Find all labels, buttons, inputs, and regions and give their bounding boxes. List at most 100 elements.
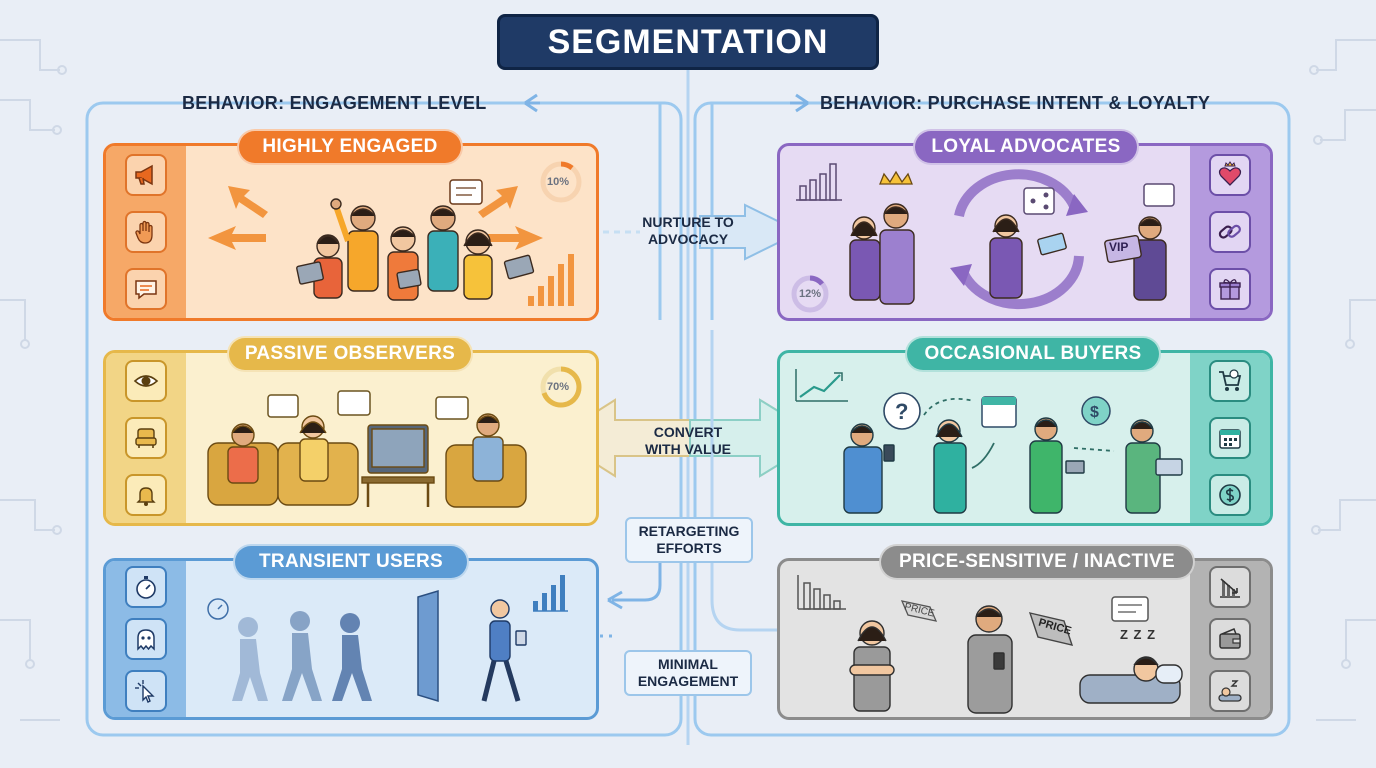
- cycle-arrows: [954, 169, 1084, 310]
- chat-bubble-decor: [449, 179, 483, 205]
- energy-arrows: [208, 186, 543, 250]
- passive-observers-stat: 70%: [547, 381, 570, 393]
- clock-decor: [207, 598, 229, 620]
- loyal-advocates-label: LOYAL ADVOCATES: [913, 129, 1139, 165]
- crown-icon: [879, 170, 913, 185]
- sleeping-tile: [1209, 670, 1251, 712]
- megaphone-tile: [125, 153, 167, 196]
- question-bubble: [883, 392, 921, 430]
- occasional-buyers-icon-column: [1190, 353, 1270, 523]
- right-header-arrow: [790, 93, 809, 113]
- passive-observers-label: PASSIVE OBSERVERS: [227, 336, 473, 372]
- share-bubble: [1023, 187, 1055, 215]
- page-title: SEGMENTATION: [497, 14, 879, 70]
- raised-hand-tile: [125, 210, 167, 253]
- connector-retargeting: RETARGETING EFFORTS: [625, 517, 753, 563]
- mini-bar-chart: [533, 575, 565, 611]
- fading-walkers: [232, 617, 268, 701]
- walking-person: [481, 599, 527, 702]
- panel-highly-engaged: 10%: [103, 143, 599, 321]
- gift-icon: [1219, 279, 1241, 301]
- minimal-line-1: MINIMAL: [658, 656, 718, 672]
- panel-occasional-buyers: ? $: [777, 350, 1273, 526]
- nurture-line-1: NURTURE TO: [642, 214, 734, 230]
- megaphone-icon: [135, 164, 153, 185]
- wallet-icon: [1219, 628, 1241, 649]
- panel-price-sensitive: PRICE PRICE Z Z Z: [777, 558, 1273, 720]
- chain-link-icon: [1218, 224, 1241, 239]
- transient-users-label: TRANSIENT USERS: [233, 544, 469, 580]
- thought-bubbles: [267, 390, 469, 420]
- gift-tile: [1209, 268, 1251, 311]
- minimal-line-2: ENGAGEMENT: [637, 673, 739, 689]
- calendar-tile: [1209, 416, 1251, 459]
- retargeting-line-2: EFFORTS: [656, 540, 722, 556]
- cart-icon: [1219, 369, 1242, 392]
- transient-users-icon-column: [106, 561, 186, 717]
- highly-engaged-icon-column: [106, 146, 186, 318]
- trend-chart-decor: [795, 369, 848, 402]
- cursor-click-icon: [135, 680, 155, 703]
- shoppers-group: [843, 417, 1183, 514]
- retargeting-arrow: [612, 520, 662, 602]
- left-header-arrow: [524, 93, 540, 113]
- panel-transient-users: [103, 558, 599, 720]
- svg-text:?: ?: [895, 399, 908, 424]
- chain-link-tile: [1209, 210, 1251, 253]
- excited-people-group: [296, 198, 535, 301]
- wallet-tile: [1209, 618, 1251, 660]
- vip-badge: VIP: [1109, 240, 1129, 254]
- panel-passive-observers: 70%: [103, 350, 599, 526]
- left-column-header: BEHAVIOR: ENGAGEMENT LEVEL: [182, 93, 487, 113]
- sleeping-person: [1079, 656, 1183, 704]
- svg-text:$: $: [1090, 404, 1099, 421]
- convert-line-1: CONVERT: [653, 424, 723, 440]
- declining-chart-tile: [1209, 566, 1251, 608]
- declining-chart-icon: [1220, 578, 1240, 598]
- cursor-click-tile: [125, 670, 167, 712]
- declining-chart-decor: [797, 575, 846, 610]
- bell-icon: [136, 486, 156, 506]
- bar-chart-decor: [528, 254, 574, 306]
- calendar-icon: [1219, 429, 1241, 449]
- passive-observers-scene: 70%: [188, 353, 596, 523]
- coin-decor: [1081, 396, 1111, 426]
- hugging-couple: [849, 203, 915, 305]
- sleeping-icon: [1218, 680, 1242, 702]
- chat-bubble-tile: [125, 268, 167, 311]
- panel-loyal-advocates: VIP 12%: [777, 143, 1273, 321]
- nurture-line-2: ADVOCACY: [647, 231, 729, 247]
- loyal-advocates-stat: 12%: [799, 288, 822, 300]
- dollar-coin-icon: [1219, 483, 1241, 506]
- circuit-lines-right: [1309, 39, 1376, 721]
- highly-engaged-scene: 10%: [188, 146, 596, 318]
- right-column-header: BEHAVIOR: PURCHASE INTENT & LOYALTY: [820, 93, 1211, 113]
- convert-line-2: WITH VALUE: [644, 441, 732, 457]
- connector-nurture: NURTURE TO ADVOCACY: [628, 214, 748, 248]
- crossed-arms-woman: [849, 620, 895, 712]
- chat-bubble-decor-purple: [1143, 183, 1175, 207]
- connector-convert: CONVERT WITH VALUE: [628, 424, 748, 458]
- raised-hand-icon: [135, 220, 153, 244]
- price-sensitive-label: PRICE-SENSITIVE / INACTIVE: [879, 544, 1195, 580]
- sofa-group: [207, 413, 527, 508]
- occasional-buyers-scene: ? $: [784, 353, 1194, 523]
- ghost-tile: [125, 618, 167, 660]
- woman-with-phone: [989, 214, 1067, 299]
- chat-bubble-decor-gray: [1111, 596, 1149, 622]
- loyal-advocates-scene: VIP 12%: [784, 146, 1194, 318]
- circuit-lines-left: [0, 39, 67, 721]
- transient-users-scene: [188, 561, 596, 717]
- price-sensitive-icon-column: [1190, 561, 1270, 717]
- occasional-buyers-label: OCCASIONAL BUYERS: [905, 336, 1161, 372]
- portal-door: [417, 589, 439, 703]
- stopwatch-icon: [136, 576, 156, 599]
- eye-icon: [133, 375, 159, 388]
- frustrated-man: [967, 605, 1013, 714]
- eye-tile: [125, 360, 167, 403]
- stopwatch-tile: [125, 566, 167, 608]
- armchair-tile: [125, 416, 167, 459]
- armchair-icon: [135, 428, 157, 448]
- highly-engaged-stat: 10%: [547, 176, 570, 188]
- price-tag-2: [1028, 612, 1074, 646]
